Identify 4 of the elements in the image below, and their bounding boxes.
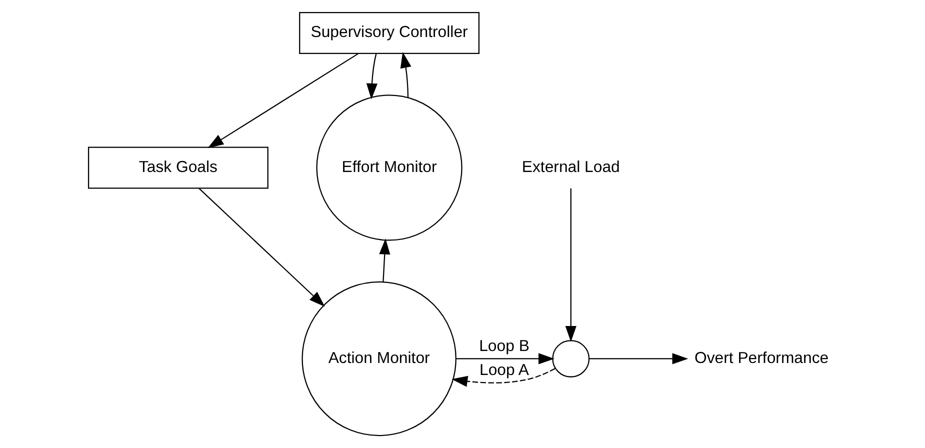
node-text: External Load xyxy=(522,158,620,176)
edge-label: Loop A xyxy=(480,362,529,379)
node-text: Overt Performance xyxy=(694,350,829,367)
edge-label: Loop B xyxy=(479,338,530,355)
